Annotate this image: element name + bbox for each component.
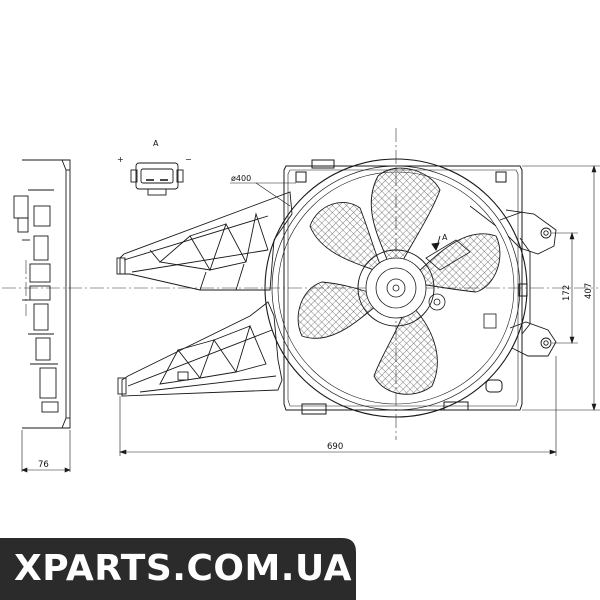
depth-dimension xyxy=(21,430,71,473)
diameter-label: ø400 xyxy=(231,174,251,183)
fan-blade xyxy=(417,233,501,293)
mount-spacing-label: 172 xyxy=(562,285,572,301)
diameter-leader-diagonal xyxy=(255,182,291,207)
section-marker-label: A xyxy=(442,233,448,242)
width-dimension xyxy=(119,356,557,456)
hub xyxy=(357,205,523,329)
left-bracket xyxy=(116,191,293,397)
fan-blade xyxy=(309,201,381,271)
fan-blades xyxy=(297,167,501,395)
height-label: 407 xyxy=(584,283,594,299)
plus-label: + xyxy=(117,155,124,164)
center-lines xyxy=(2,128,598,440)
mount-spacing-dimension xyxy=(552,232,578,344)
width-label: 690 xyxy=(327,442,343,452)
fan-blade xyxy=(370,167,441,263)
shroud-frame xyxy=(283,159,528,415)
fan-blade xyxy=(373,307,438,395)
connector-detail xyxy=(130,162,184,196)
watermark-text: XPARTS.COM.UA xyxy=(14,548,352,589)
height-dimension xyxy=(522,165,600,411)
connector-label: A xyxy=(153,139,159,148)
depth-label: 76 xyxy=(38,460,49,470)
section-arrow xyxy=(431,235,441,251)
minus-label: − xyxy=(185,155,192,164)
side-view xyxy=(13,159,71,429)
watermark-banner xyxy=(0,538,356,600)
fan-blade xyxy=(297,281,377,339)
